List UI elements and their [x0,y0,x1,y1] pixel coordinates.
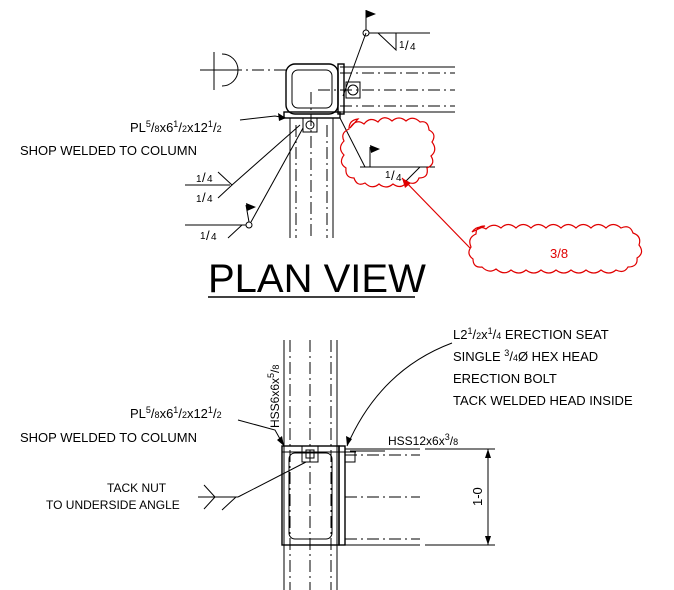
tack-nut-weld-symbol [198,461,307,511]
svg-text:L21/2x1/4 ERECTION SEAT: L21/2x1/4 ERECTION SEAT [453,326,609,342]
plan-weld-symbol-top: 1 / 4 [342,10,430,97]
seat-leader [346,342,453,447]
svg-text:4: 4 [211,232,217,243]
svg-text:1: 1 [196,194,202,205]
plan-view-title: PLAN VIEW [208,257,426,301]
plan-view: 1 / 4 1 / 4 1 / 4 1 / 4 [185,10,643,301]
svg-text:4: 4 [207,194,213,205]
erection-seat-note: L21/2x1/4 ERECTION SEAT SINGLE 3/4Ø HEX … [453,326,633,408]
elevation-beam [345,448,420,546]
svg-text:4: 4 [396,173,402,184]
svg-text:HSS12x6x3/8: HSS12x6x3/8 [388,432,458,448]
plan-bolt [302,81,361,133]
elevation-dimension: 1-0 [425,448,495,546]
svg-text:/: / [202,170,206,185]
field-weld-flag-icon [246,203,256,211]
svg-text:ERECTION BOLT: ERECTION BOLT [453,371,557,386]
plan-weld-symbol-cloud: 1 / 4 [339,117,435,184]
elevation-view: 1-0 HSS6x6x5/8 [198,340,495,590]
plan-weld-symbol-left: 1 / 4 1 / 4 [185,124,301,205]
svg-text:TACK WELDED HEAD INSIDE: TACK WELDED HEAD INSIDE [453,393,633,408]
revision-note-text: 3/8 [550,246,568,261]
svg-text:1: 1 [196,174,202,185]
plan-column [289,92,334,238]
plan-beam [318,66,455,113]
field-weld-flag-icon [366,10,376,18]
svg-text:1: 1 [385,170,391,181]
plan-plate-note: PL5/8x61/2x121/2 SHOP WELDED TO COLUMN [20,119,222,158]
svg-text:TO UNDERSIDE ANGLE: TO UNDERSIDE ANGLE [46,498,180,512]
dimension-text: 1-0 [470,487,485,506]
plan-erection-angle [337,63,345,115]
svg-text:SHOP WELDED TO COLUMN: SHOP WELDED TO COLUMN [20,430,197,445]
svg-text:4: 4 [410,42,416,53]
svg-text:PL5/8x61/2x121/2: PL5/8x61/2x121/2 [130,405,222,421]
svg-text:TACK NUT: TACK NUT [107,481,167,495]
elevation-angle [338,445,346,546]
elevation-column [283,340,338,590]
svg-text:SINGLE 3/4Ø HEX HEAD: SINGLE 3/4Ø HEX HEAD [453,348,598,364]
plan-plate [283,111,341,119]
revision-cloud-note: 3/8 [401,177,643,274]
column-label: HSS6x6x5/8 [266,365,282,428]
svg-text:/: / [206,228,210,243]
svg-text:/: / [405,38,409,53]
field-weld-flag-icon [370,145,380,153]
svg-text:HSS6x6x5/8: HSS6x6x5/8 [266,365,282,428]
plan-weld-symbol-bottom: 1 / 4 [185,127,304,243]
elevation-bolt [301,445,356,463]
revision-cloud [339,117,436,188]
elevation-plate-note: PL5/8x61/2x121/2 SHOP WELDED TO COLUMN [20,405,222,445]
svg-text:SHOP WELDED TO COLUMN: SHOP WELDED TO COLUMN [20,143,197,158]
svg-text:4: 4 [207,174,213,185]
svg-text:PL5/8x61/2x121/2: PL5/8x61/2x121/2 [130,119,222,135]
centerline-icon [200,52,286,90]
svg-text:1: 1 [399,40,405,51]
beam-label: HSS12x6x3/8 [388,432,458,448]
tack-nut-note: TACK NUT TO UNDERSIDE ANGLE [46,481,180,512]
svg-text:/: / [202,190,206,205]
svg-text:1: 1 [200,231,206,242]
svg-text:/: / [391,168,395,183]
